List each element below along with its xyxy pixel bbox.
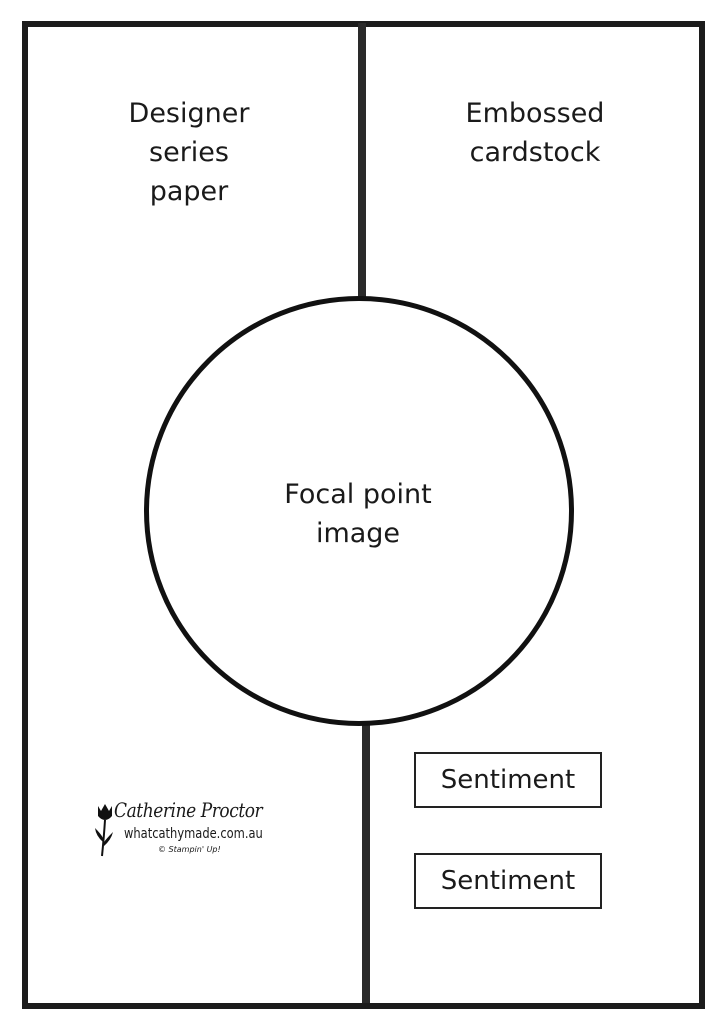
embossed-cardstock-label: Embossed cardstock (430, 94, 640, 172)
focal-point-label: Focal point image (228, 475, 488, 553)
focal-point-circle (144, 296, 574, 726)
label-line: cardstock (469, 137, 601, 168)
logo-website: whatcathymade.com.au (124, 826, 263, 842)
label-line: Focal point (284, 479, 432, 510)
logo-name: Catherine Proctor (114, 798, 263, 822)
panel-divider-top (358, 23, 366, 302)
label-line: Designer (128, 98, 250, 129)
designer-series-paper-label: Designer series paper (104, 94, 274, 211)
label-line: paper (149, 176, 229, 207)
sentiment-box: Sentiment (414, 853, 602, 909)
label-line: image (315, 518, 401, 549)
label-line: Embossed (465, 98, 605, 129)
sentiment-label: Sentiment (440, 866, 576, 896)
sentiment-box: Sentiment (414, 752, 602, 808)
panel-divider-bottom (362, 719, 370, 1003)
catherine-proctor-logo: Catherine Proctor whatcathymade.com.au ©… (94, 798, 284, 862)
sentiment-label: Sentiment (440, 765, 576, 795)
label-line: series (149, 137, 229, 168)
logo-copyright: © Stampin' Up! (158, 845, 221, 854)
tulip-icon (95, 804, 113, 857)
